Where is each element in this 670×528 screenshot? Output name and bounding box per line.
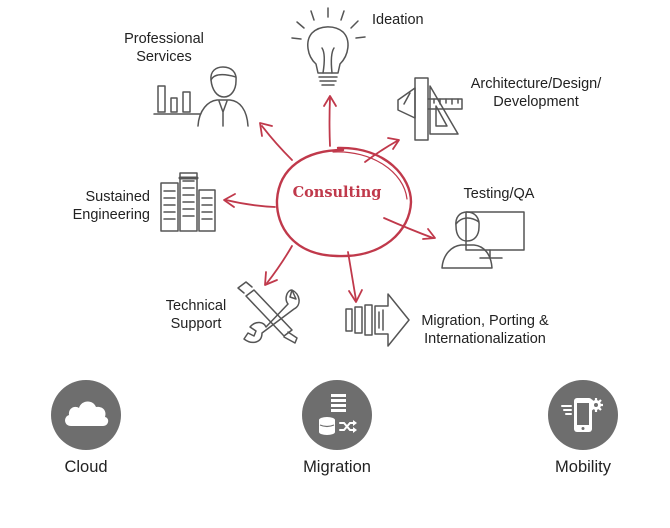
migration-button[interactable] bbox=[302, 380, 372, 450]
person-chart-icon bbox=[153, 66, 249, 127]
mobility-button[interactable] bbox=[548, 380, 618, 450]
server-rack-icon bbox=[160, 172, 216, 232]
testing-qa-label: Testing/QA bbox=[463, 186, 535, 202]
cloud-button[interactable] bbox=[51, 380, 121, 450]
migration-arrow-icon bbox=[345, 293, 410, 347]
sustained-engineering-label: Sustained Engineering bbox=[72, 189, 150, 223]
arrow-to-sustained bbox=[225, 199, 276, 208]
mobile-settings-icon bbox=[561, 398, 603, 432]
cloud-icon bbox=[65, 401, 109, 426]
mobility-label: Mobility bbox=[555, 458, 611, 476]
professional-services-label: Professional Services bbox=[124, 31, 204, 65]
arrow-to-professional bbox=[261, 125, 293, 161]
migration-porting-label: Migration, Porting & Internationalizatio… bbox=[421, 313, 549, 347]
drafting-tools-icon bbox=[397, 77, 463, 141]
database-migration-icon bbox=[319, 394, 357, 435]
cloud-label: Cloud bbox=[64, 458, 108, 476]
arrow-to-ideation bbox=[328, 97, 331, 147]
lightbulb-icon bbox=[291, 7, 366, 86]
consulting-circle bbox=[275, 146, 413, 258]
wrench-screwdriver-icon bbox=[237, 281, 300, 344]
arrow-to-testing bbox=[383, 217, 434, 239]
architecture-label: Architecture/Design/ Development bbox=[470, 76, 602, 110]
technical-support-label: Technical Support bbox=[165, 298, 227, 332]
connector-arrows bbox=[223, 95, 436, 303]
tester-monitor-icon bbox=[441, 211, 525, 269]
migration-label: Migration bbox=[303, 458, 371, 476]
arrow-to-architecture bbox=[364, 140, 398, 163]
consulting-label: Consulting bbox=[292, 184, 382, 201]
arrow-to-migration bbox=[347, 251, 357, 301]
ideation-label: Ideation bbox=[372, 12, 424, 28]
arrow-to-technical bbox=[266, 245, 293, 284]
